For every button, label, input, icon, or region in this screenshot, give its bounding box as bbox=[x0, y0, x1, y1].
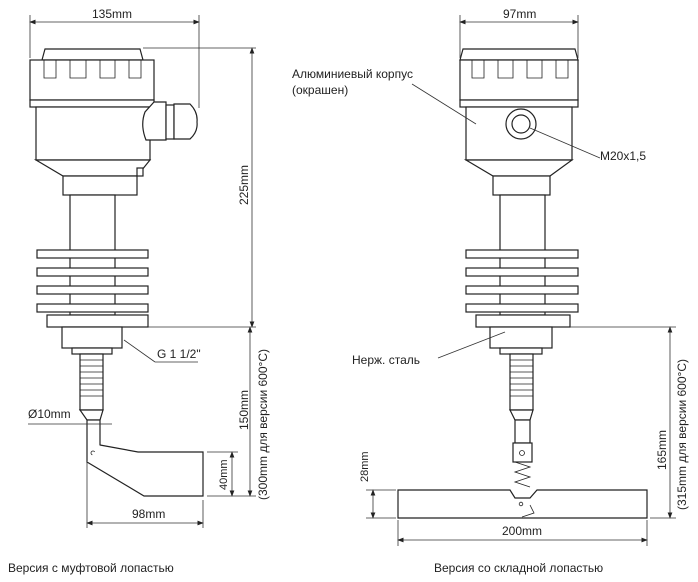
cooling-fin bbox=[36, 285, 149, 295]
right-device: Алюминиевый корпус (окрашен) M20x1,5 Нер… bbox=[292, 7, 689, 575]
height-dim-label: 225mm bbox=[237, 165, 251, 205]
probe-length-hot-label: (315mm для версии 600°C) bbox=[675, 359, 689, 510]
neck-collar bbox=[62, 175, 138, 196]
thread-label: G 1 1/2" bbox=[157, 347, 201, 361]
shaft-diameter-label: Ø10mm bbox=[28, 407, 71, 421]
width-dim-label: 97mm bbox=[503, 7, 536, 21]
gland-label: M20x1,5 bbox=[600, 149, 646, 163]
hinge-block bbox=[512, 442, 533, 463]
cooling-fin bbox=[465, 267, 579, 277]
paddle bbox=[86, 444, 204, 497]
thread-nut bbox=[489, 326, 553, 349]
flange bbox=[475, 314, 571, 328]
housing-body bbox=[35, 106, 151, 161]
housing-cap bbox=[41, 48, 144, 61]
cooling-fin bbox=[36, 249, 149, 259]
spring bbox=[513, 461, 532, 488]
cooling-fin bbox=[36, 303, 149, 313]
threaded-shaft bbox=[79, 353, 104, 411]
blade-height-label: 28mm bbox=[359, 451, 371, 482]
cooling-fin bbox=[36, 267, 149, 277]
threaded-shaft bbox=[509, 353, 534, 411]
left-device: 135mm 225mm G 1 1/2" Ø10mm 40mm 150mm (3… bbox=[8, 7, 270, 575]
paddle-width-label: 98mm bbox=[132, 507, 165, 521]
thread-nut bbox=[61, 326, 123, 349]
cable-gland bbox=[142, 101, 198, 141]
cooling-fin bbox=[465, 303, 579, 313]
housing-lid bbox=[459, 59, 579, 101]
width-dim-label: 135mm bbox=[92, 7, 132, 21]
cooling-fin bbox=[465, 285, 579, 295]
flange bbox=[46, 314, 149, 328]
paddle-height-label: 40mm bbox=[218, 459, 230, 490]
probe-length-label: 150mm bbox=[237, 390, 251, 430]
lid-crenellation bbox=[43, 60, 142, 79]
left-caption: Версия с муфтовой лопастью bbox=[8, 561, 174, 575]
housing-sub-label: (окрашен) bbox=[292, 83, 348, 97]
probe-length-hot-label: (300mm для версии 600°C) bbox=[256, 349, 270, 500]
probe-length-label: 165mm bbox=[655, 430, 669, 470]
housing-label: Алюминиевый корпус bbox=[292, 67, 413, 81]
cooling-fin bbox=[465, 249, 579, 259]
housing-lid bbox=[29, 59, 155, 101]
material-label: Нерж. сталь bbox=[352, 353, 420, 367]
blade-width-label: 200mm bbox=[502, 524, 542, 538]
right-caption: Версия со складной лопастью bbox=[434, 561, 603, 575]
